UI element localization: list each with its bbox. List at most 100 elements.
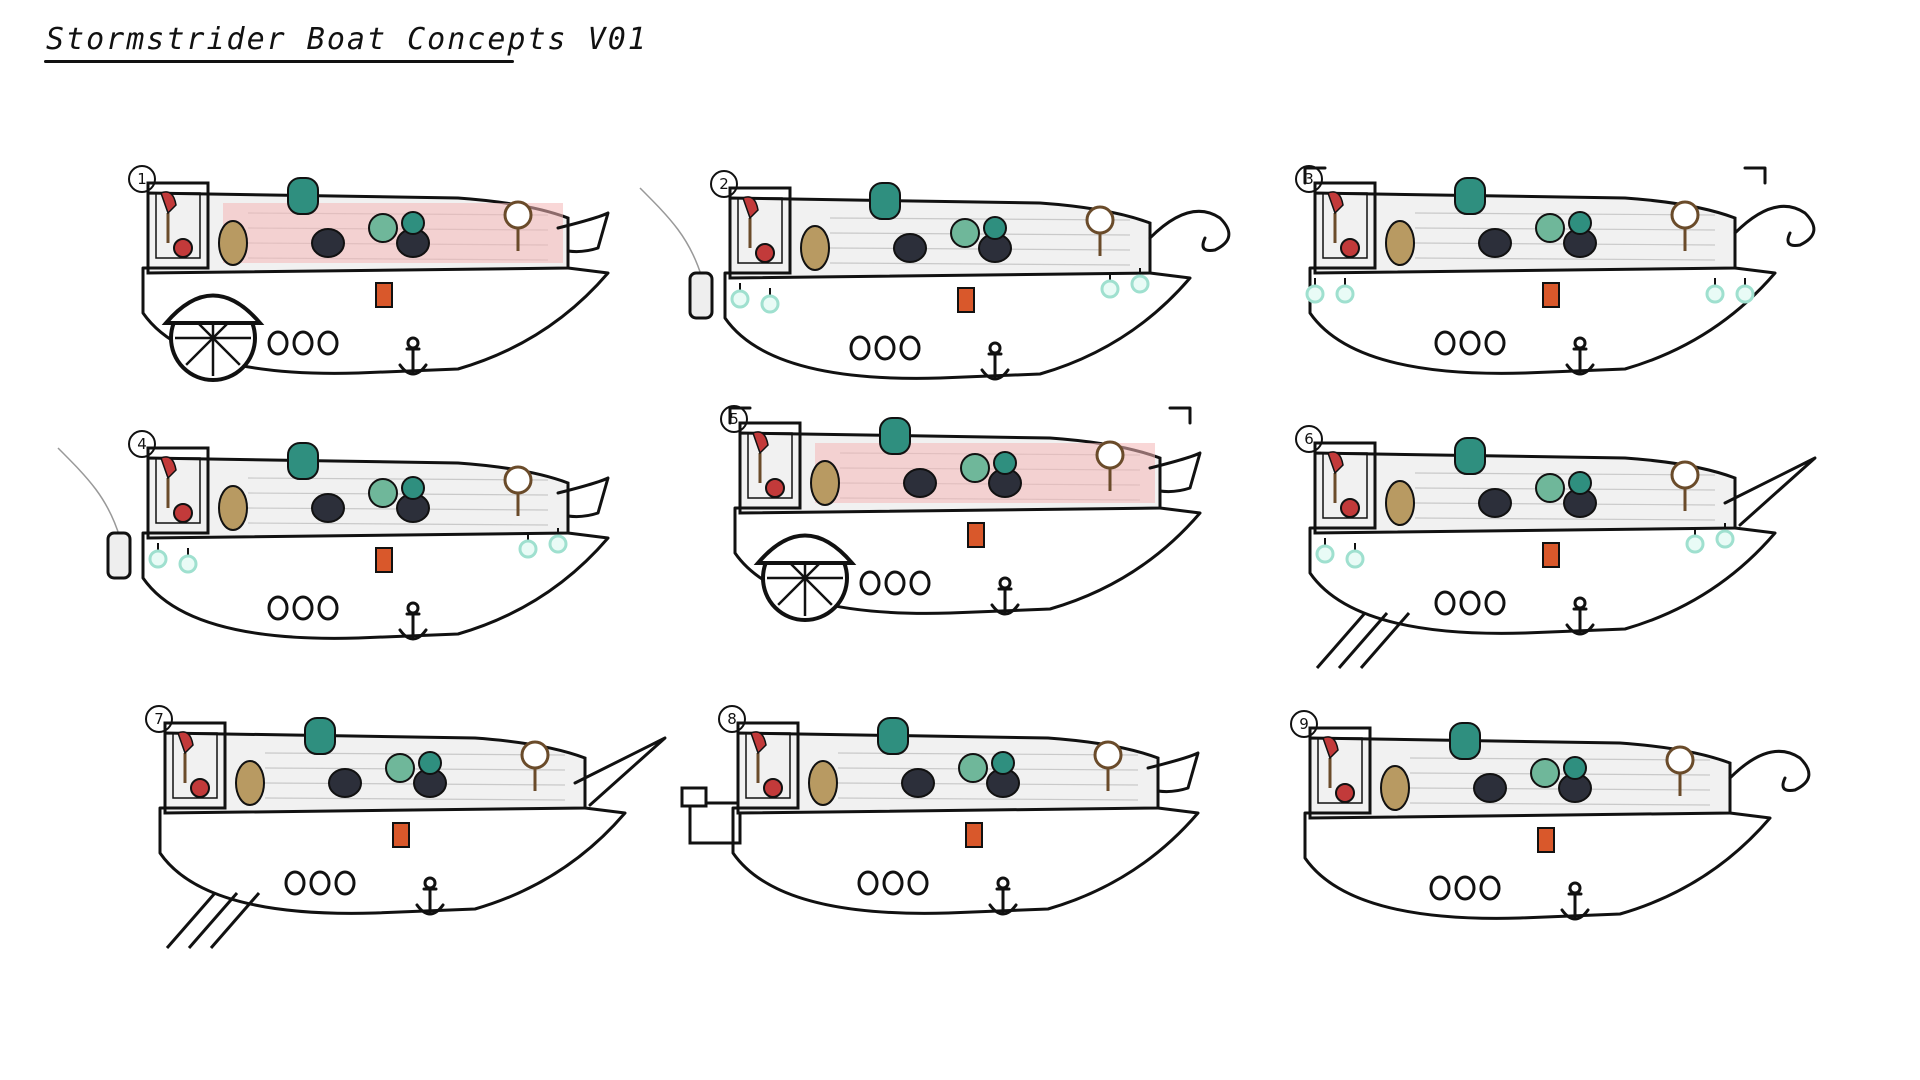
porthole-icon	[284, 870, 306, 896]
anchor-icon	[1560, 891, 1590, 921]
cannon-icon	[311, 493, 345, 523]
training-dummy-icon	[218, 220, 248, 266]
lamp-icon	[967, 522, 985, 548]
lantern-icon	[1315, 544, 1335, 564]
concept-number: 1	[128, 165, 156, 193]
porthole-icon	[1459, 590, 1481, 616]
smokestack-icon	[106, 531, 132, 580]
sail-figure-icon	[879, 417, 911, 455]
hull	[1308, 526, 1777, 635]
concept-2: 2	[639, 170, 1231, 440]
ships-wheel-icon	[503, 465, 533, 495]
cannon-icon	[328, 768, 362, 798]
porthole-icon	[1434, 330, 1456, 356]
porthole-icon	[267, 595, 289, 621]
porthole-icon	[1429, 875, 1451, 901]
parrot-icon	[160, 191, 177, 215]
rail-ornament	[1303, 166, 1767, 185]
anchor-icon	[1565, 606, 1595, 636]
crew-icon	[960, 453, 990, 483]
lantern-icon	[730, 289, 750, 309]
parrot-icon	[750, 731, 767, 755]
bowsprit	[573, 736, 667, 807]
ships-wheel-icon	[520, 740, 550, 770]
cannon-icon	[901, 768, 935, 798]
stern-cabin	[146, 446, 210, 535]
ships-wheel-icon	[1095, 440, 1125, 470]
lamp-icon	[375, 282, 393, 308]
lantern-icon	[1130, 274, 1150, 294]
paddle-cover	[161, 293, 265, 325]
anchor-icon	[398, 611, 428, 641]
stern-cabin	[1308, 726, 1372, 815]
prow	[556, 476, 610, 519]
deck	[1313, 451, 1737, 535]
oar	[1359, 612, 1411, 669]
porthole-icon	[317, 330, 339, 356]
deck	[146, 456, 570, 540]
concept-number: 5	[720, 405, 748, 433]
boat-sketch	[57, 442, 610, 641]
crew-icon	[1535, 213, 1565, 243]
concept-number: 4	[128, 430, 156, 458]
hull	[158, 806, 627, 915]
boat-sketch	[1303, 166, 1816, 376]
oar	[209, 892, 261, 949]
concept-number: 7	[145, 705, 173, 733]
training-dummy-icon	[218, 485, 248, 531]
cannon-icon	[1473, 773, 1507, 803]
porthole-icon	[884, 570, 906, 596]
porthole-icon	[899, 335, 921, 361]
sail-figure-icon	[869, 182, 901, 220]
porthole-icon	[1434, 590, 1456, 616]
porthole-icon	[874, 335, 896, 361]
rail-ornament	[728, 406, 1192, 425]
scroll-prow	[1733, 204, 1816, 247]
porthole-icon	[882, 870, 904, 896]
porthole-icon	[1459, 330, 1481, 356]
porthole-icon	[907, 870, 929, 896]
anchor-icon	[398, 346, 428, 376]
bomb-icon	[755, 243, 775, 263]
concept-number: 8	[718, 705, 746, 733]
cannon-icon	[1478, 228, 1512, 258]
training-dummy-icon	[235, 760, 265, 806]
lamp-icon	[1537, 827, 1555, 853]
deck	[728, 196, 1152, 280]
crew-icon	[368, 478, 398, 508]
stern-cabin	[736, 721, 800, 810]
bomb-icon	[1335, 783, 1355, 803]
prow	[1146, 751, 1200, 794]
concept-5: 5	[720, 405, 1220, 675]
porthole-icon	[292, 595, 314, 621]
bomb-icon	[1340, 498, 1360, 518]
parrot-icon	[1322, 736, 1339, 760]
ships-wheel-icon	[503, 200, 533, 230]
crew-icon	[1530, 758, 1560, 788]
bomb-icon	[765, 478, 785, 498]
lantern-icon	[1345, 549, 1365, 569]
concept-7: 7	[145, 705, 667, 975]
oar	[165, 892, 217, 949]
concept-6: 6	[1295, 425, 1817, 695]
title-underline	[44, 60, 514, 63]
oar	[1337, 612, 1389, 669]
deck	[1313, 191, 1737, 275]
sail-figure-icon	[287, 177, 319, 215]
porthole-icon	[1484, 590, 1506, 616]
porthole-icon	[857, 870, 879, 896]
lantern-icon	[1335, 284, 1355, 304]
porthole-icon	[859, 570, 881, 596]
lantern-icon	[148, 549, 168, 569]
concept-number: 3	[1295, 165, 1323, 193]
training-dummy-icon	[1385, 220, 1415, 266]
parrot-icon	[177, 731, 194, 755]
training-dummy-icon	[800, 225, 830, 271]
cannon-icon	[311, 228, 345, 258]
hull	[723, 271, 1192, 380]
crew-icon	[958, 753, 988, 783]
cannon-icon	[893, 233, 927, 263]
boat-sketch	[639, 182, 1231, 381]
porthole-icon	[1484, 330, 1506, 356]
porthole-icon	[849, 335, 871, 361]
